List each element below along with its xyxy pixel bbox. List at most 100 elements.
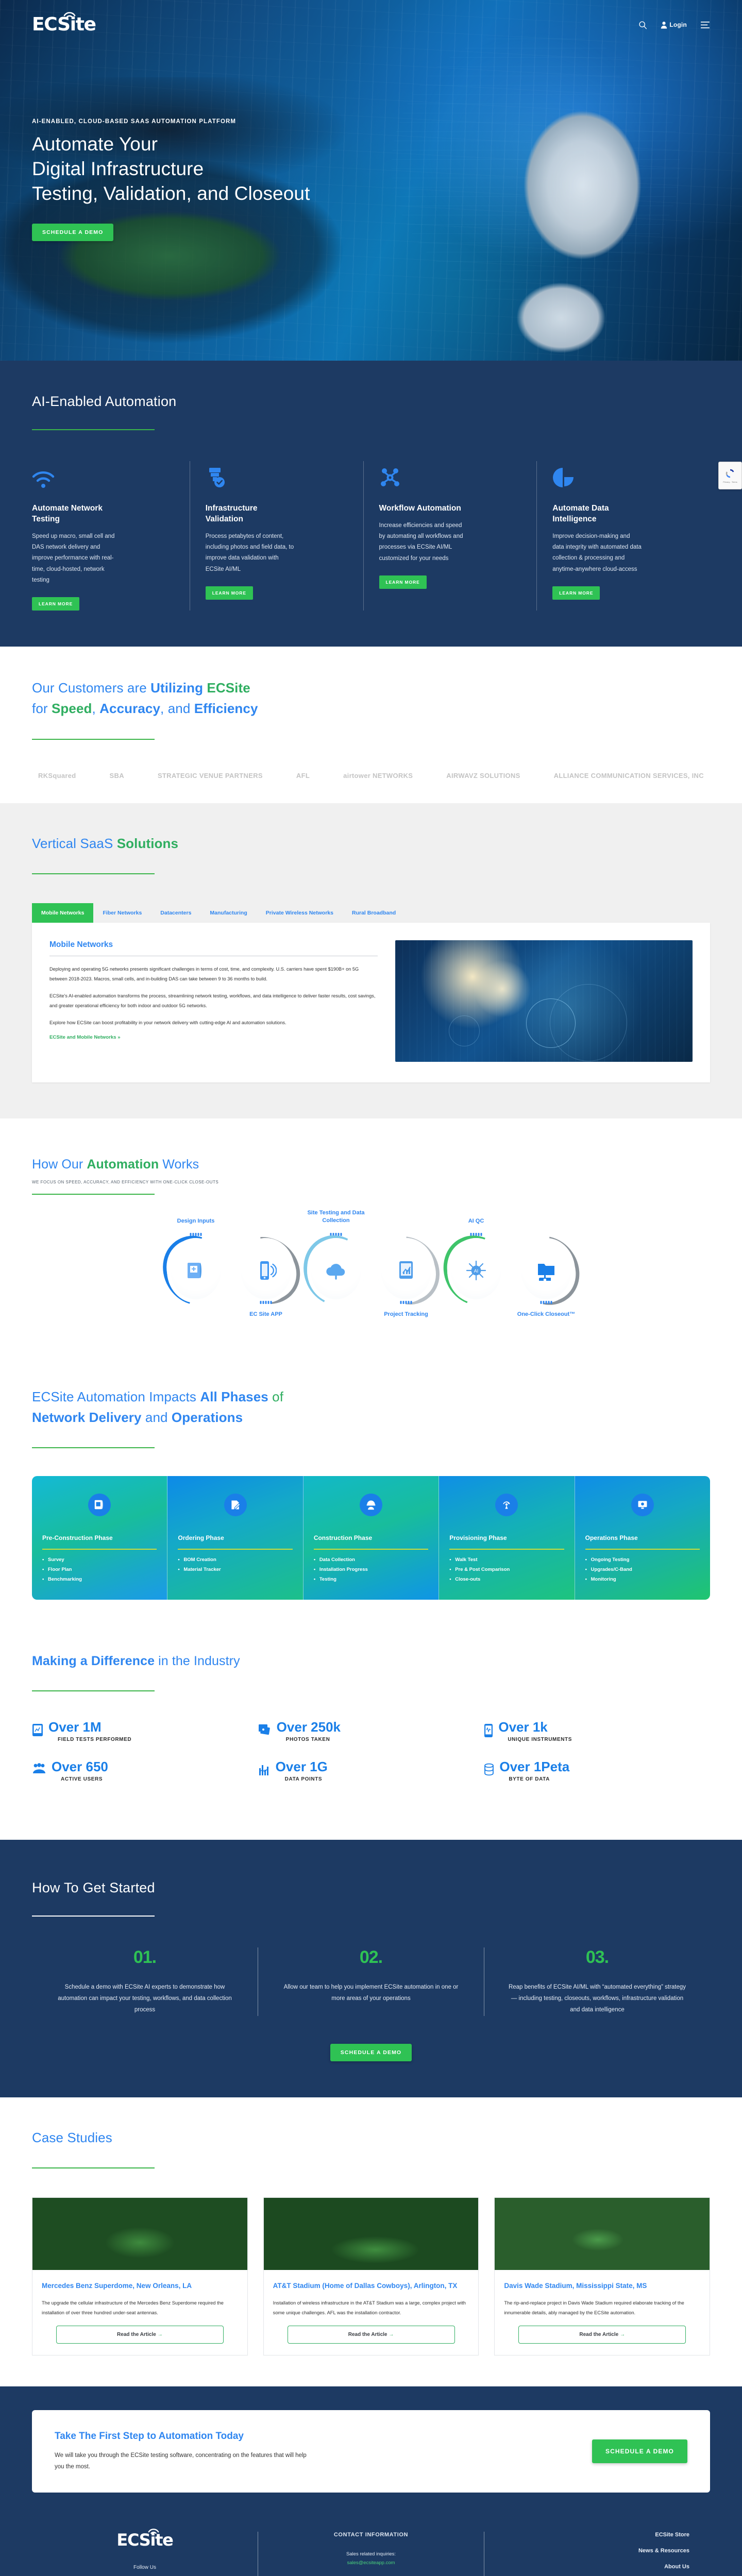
phase-operations: Operations Phase Ongoing Testing Upgrade… <box>575 1476 710 1600</box>
ai-card-learn-more-button[interactable]: LEARN MORE <box>205 586 253 600</box>
data-chart-icon <box>258 1763 271 1779</box>
arrow-right-icon: → <box>389 2332 394 2338</box>
read-article-button[interactable]: Read the Article → <box>287 2326 455 2344</box>
stat-label: FIELD TESTS PERFORMED <box>58 1737 132 1743</box>
phase-items: Survey Floor Plan Benchmarking <box>42 1548 157 1584</box>
footer-logo[interactable]: ECSite <box>116 2528 174 2548</box>
stat-label: ACTIVE USERS <box>61 1776 103 1783</box>
tab-panel-paragraph-3: Explore how ECSite can boost profitabili… <box>49 1020 286 1025</box>
site-logo[interactable]: ECSite <box>32 12 96 35</box>
login-label: Login <box>669 21 687 28</box>
customers-title-part: Efficiency <box>194 701 258 717</box>
case-study-card[interactable]: AT&T Stadium (Home of Dallas Cowboys), A… <box>263 2197 479 2356</box>
ai-card-workflow-automation: Workflow Automation Increase efficiencie… <box>363 461 537 611</box>
ai-card-learn-more-button[interactable]: LEARN MORE <box>379 575 427 589</box>
footer-link-ecsite-store[interactable]: ECSite Store <box>655 2531 689 2538</box>
logo-text: ECSite <box>32 14 96 35</box>
flow-step-label: Design Inputs <box>177 1217 215 1224</box>
case-study-card[interactable]: Mercedes Benz Superdome, New Orleans, LA… <box>32 2197 248 2356</box>
ai-card-title: Infrastructure Validation <box>205 504 258 523</box>
tab-mobile-networks[interactable]: Mobile Networks <box>32 903 94 923</box>
footer-contact-heading: CONTACT INFORMATION <box>333 2531 409 2538</box>
search-icon[interactable] <box>638 21 647 29</box>
stat-value: Over 1Peta <box>499 1759 570 1775</box>
section-divider <box>32 1447 155 1449</box>
signal-tower-icon <box>495 1494 518 1517</box>
automation-flow-diagram: Design Inputs EC Site APP Si <box>32 1210 710 1342</box>
hero-headline-line3: Testing, Validation, and Closeout <box>32 183 310 205</box>
get-started-title: How To Get Started <box>32 1880 155 1896</box>
tab-panel-text: Mobile Networks Deploying and operating … <box>49 940 378 1062</box>
footer-link-news-resources[interactable]: News & Resources <box>638 2547 689 2554</box>
flow-step-label: EC Site APP <box>249 1311 282 1317</box>
tab-rural-broadband[interactable]: Rural Broadband <box>352 910 396 917</box>
ai-card-body: Increase efficiencies and speed by autom… <box>379 522 463 562</box>
tab-datacenters[interactable]: Datacenters <box>160 910 192 917</box>
section-divider <box>32 738 155 740</box>
flow-step-label: One-Click Closeout™ <box>517 1311 576 1317</box>
stat-value: Over 1k <box>498 1719 548 1735</box>
recaptcha-badge[interactable]: Privacy - Terms <box>718 462 742 489</box>
phases-cards: Pre-Construction Phase Survey Floor Plan… <box>32 1476 710 1600</box>
tab-private-wireless-networks[interactable]: Private Wireless Networks <box>265 910 333 917</box>
tab-manufacturing[interactable]: Manufacturing <box>210 910 247 917</box>
customer-logo: RKSquared <box>38 771 76 779</box>
case-studies-cards: Mercedes Benz Superdome, New Orleans, LA… <box>32 2197 711 2356</box>
phase-item: Ongoing Testing <box>585 1555 700 1565</box>
ai-card-learn-more-button[interactable]: LEARN MORE <box>552 586 600 600</box>
case-studies-title: Case Studies <box>32 2129 112 2145</box>
tab-fiber-networks[interactable]: Fiber Networks <box>103 910 142 917</box>
ai-card-infrastructure-validation: Infrastructure Validation Process petaby… <box>189 461 363 611</box>
customer-logo: SBA <box>109 771 124 779</box>
final-cta-button[interactable]: SCHEDULE A DEMO <box>592 2439 687 2463</box>
read-article-button[interactable]: Read the Article → <box>518 2326 686 2344</box>
customer-logo: AIRWAVZ SOLUTIONS <box>446 771 520 779</box>
phase-title: Operations Phase <box>585 1534 638 1542</box>
ai-card-learn-more-button[interactable]: LEARN MORE <box>32 597 80 611</box>
phase-item: BOM Creation <box>178 1555 292 1565</box>
hero-stadium-backdrop <box>0 77 381 361</box>
ai-card-data-intelligence: Automate Data Intelligence Improve decis… <box>536 461 710 611</box>
phases-title-bold-2: Network Delivery <box>32 1410 142 1426</box>
read-article-button[interactable]: Read the Article → <box>56 2326 224 2344</box>
case-study-body: The rip-and-replace project in Davis Wad… <box>504 2300 684 2315</box>
phase-item: Floor Plan <box>42 1565 157 1574</box>
flow-step-project-tracking: Project Tracking <box>359 1223 453 1318</box>
stat-byte-of-data: Over 1Peta BYTE OF DATA <box>484 1760 710 1782</box>
footer-link-about-us[interactable]: About Us <box>664 2563 689 2570</box>
get-started-schedule-demo-button[interactable]: SCHEDULE A DEMO <box>330 2043 412 2061</box>
how-works-subtitle: WE FOCUS ON SPEED, ACCURACY, AND EFFICIE… <box>32 1179 219 1184</box>
stat-photos-taken: Over 250k PHOTOS TAKEN <box>258 1720 484 1742</box>
footer-follow-label: Follow Us <box>133 2564 156 2570</box>
site-footer: Take The First Step to Automation Today … <box>0 2386 742 2576</box>
hamburger-menu-icon[interactable] <box>700 21 710 29</box>
how-works-title: How Our Automation Works <box>32 1155 710 1175</box>
phase-title: Ordering Phase <box>178 1534 224 1542</box>
worker-helmet-icon <box>360 1494 383 1517</box>
vertical-saas-tabs: Mobile Networks Fiber Networks Datacente… <box>32 903 710 923</box>
flow-step-site-testing: Site Testing and Data Collection <box>294 1210 378 1316</box>
flow-step-ai-qc: AI QC AI <box>432 1218 520 1316</box>
phase-item: Monitoring <box>585 1574 700 1584</box>
case-studies-section: Case Studies Mercedes Benz Superdome, Ne… <box>0 2097 742 2387</box>
hero-eyebrow: AI-ENABLED, CLOUD-BASED SAAS AUTOMATION … <box>32 118 237 125</box>
phase-title: Provisioning Phase <box>449 1534 507 1542</box>
hero-schedule-demo-button[interactable]: SCHEDULE A DEMO <box>32 224 114 242</box>
order-pencil-icon <box>224 1494 247 1517</box>
blueprint-icon <box>167 1238 225 1303</box>
database-icon <box>484 1763 494 1779</box>
phases-title-bold-3: Operations <box>171 1410 243 1426</box>
instrument-phone-icon <box>484 1723 493 1740</box>
section-divider <box>32 2167 155 2169</box>
tab-panel-link[interactable]: ECSite and Mobile Networks » <box>49 1035 121 1041</box>
login-button[interactable]: Login <box>661 21 687 29</box>
recaptcha-label: Privacy - Terms <box>723 481 737 483</box>
customers-title-part: Accuracy <box>99 701 161 717</box>
footer-sales-email[interactable]: sales@ecsiteapp.com <box>347 2560 395 2566</box>
tab-panel-heading: Mobile Networks <box>49 940 113 950</box>
case-study-card[interactable]: Davis Wade Stadium, Mississippi State, M… <box>494 2197 711 2356</box>
vertical-saas-title-bold: Solutions <box>116 835 179 851</box>
phase-items: Ongoing Testing Upgrades/C-Band Monitori… <box>585 1548 700 1584</box>
customers-title: Our Customers are Utilizing ECSite for S… <box>32 677 710 719</box>
phase-item: Benchmarking <box>42 1574 157 1584</box>
